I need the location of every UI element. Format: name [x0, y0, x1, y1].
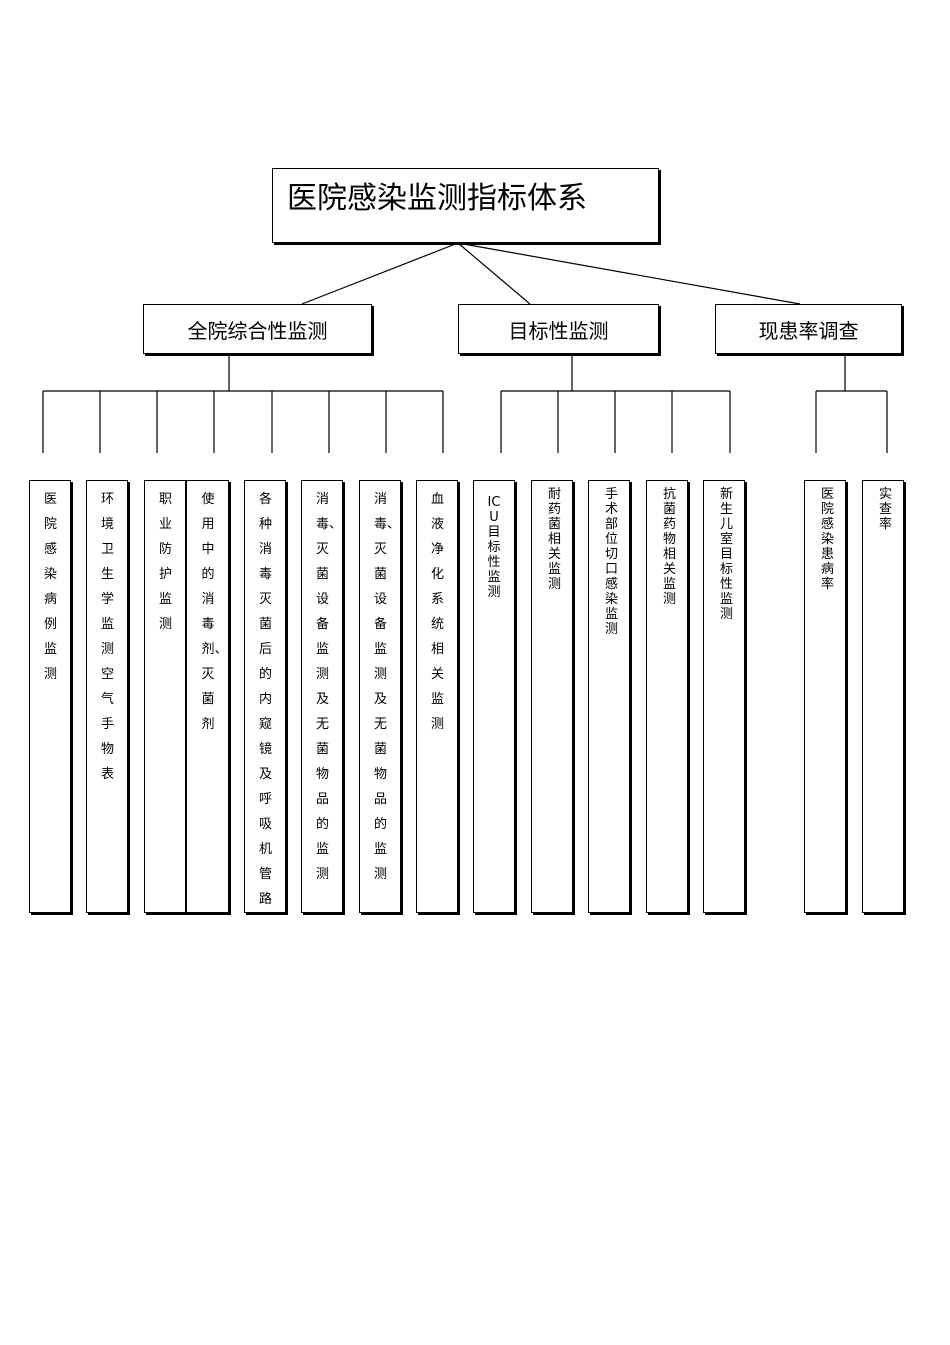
leaf-node: 环境卫生学监测空气手物表: [86, 480, 128, 913]
leaf-node: 抗菌药物相关监测: [646, 480, 688, 913]
leaf-node: 耐药菌相关监测: [531, 480, 573, 913]
leaf-label: 手术部位切口感染监测: [605, 487, 619, 637]
leaf-node: 各种消毒灭菌后的内窥镜及呼吸机管路: [244, 480, 286, 913]
leaf-label: 环境卫生学监测空气手物表: [101, 492, 115, 782]
category-title: 现患率调查: [758, 318, 859, 343]
leaf-label: 新生儿室目标性监测: [720, 487, 734, 622]
leaf-node: 血液净化系统相关监测: [416, 480, 458, 913]
root-title: 医院感染监测指标体系: [287, 181, 587, 216]
leaf-node: 消毒、灭菌设备监测及无菌物品的监测: [301, 480, 343, 913]
root-node: 医院感染监测指标体系: [272, 168, 659, 243]
leaf-node: 消毒、灭菌设备监测及无菌物品的监测: [359, 480, 401, 913]
leaf-label: ICU目标性监测: [487, 495, 501, 600]
leaf-node: 医院感染病例监测: [29, 480, 71, 913]
leaf-node: 手术部位切口感染监测: [588, 480, 630, 913]
leaf-label: 消毒、灭菌设备监测及无菌物品的监测: [316, 492, 343, 882]
leaf-label: 各种消毒灭菌后的内窥镜及呼吸机管路: [259, 492, 273, 907]
leaf-label: 抗菌药物相关监测: [663, 487, 677, 607]
leaf-label: 医院感染患病率: [821, 487, 835, 592]
leaf-node: 使用中的消毒剂、灭菌剂: [186, 480, 229, 913]
category-node-targeted: 目标性监测: [458, 304, 659, 354]
category-title: 全院综合性监测: [187, 318, 328, 343]
leaf-label: 耐药菌相关监测: [548, 487, 562, 592]
leaf-label: 使用中的消毒剂、灭菌剂: [201, 492, 228, 732]
connector-root-cat2: [457, 242, 531, 305]
leaf-label: 血液净化系统相关监测: [431, 492, 445, 732]
leaf-node: ICU目标性监测: [473, 480, 515, 913]
leaf-node: 职业防护监测: [144, 480, 186, 913]
leaf-node: 医院感染患病率: [804, 480, 846, 913]
category-node-comprehensive: 全院综合性监测: [143, 304, 372, 354]
connector-root-cat1: [301, 242, 459, 305]
leaf-node: 实查率: [862, 480, 904, 913]
category-title: 目标性监测: [508, 318, 609, 343]
leaf-label: 职业防护监测: [159, 492, 173, 632]
leaf-label: 消毒、灭菌设备监测及无菌物品的监测: [374, 492, 401, 882]
leaf-label: 医院感染病例监测: [44, 492, 58, 682]
connector-root-cat3: [457, 242, 801, 305]
leaf-label: 实查率: [879, 487, 893, 532]
leaf-node: 新生儿室目标性监测: [703, 480, 745, 913]
category-node-prevalence: 现患率调查: [715, 304, 902, 354]
